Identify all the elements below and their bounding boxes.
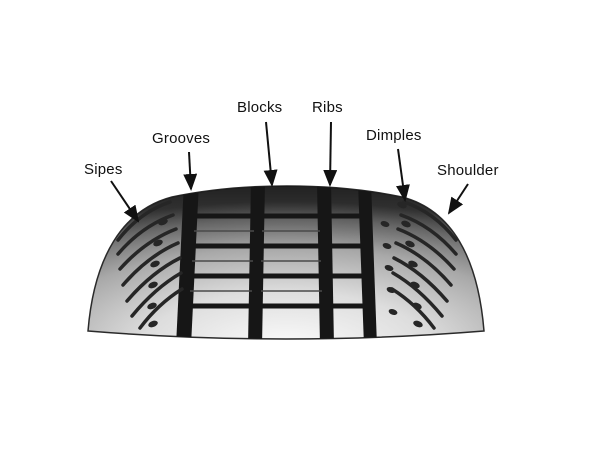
left-shoulder-sipes: [116, 200, 184, 330]
arrow-ribs: [323, 121, 338, 187]
label-dimples: Dimples: [366, 127, 422, 144]
arrow-sipes: [110, 180, 140, 223]
label-ribs: Ribs: [312, 99, 343, 116]
label-shoulder: Shoulder: [437, 162, 499, 179]
block-sipes-left-column: [190, 230, 254, 292]
label-blocks: Blocks: [237, 99, 283, 116]
block-sipes-center-column: [261, 230, 322, 292]
arrow-dimples: [396, 148, 410, 202]
label-grooves: Grooves: [152, 130, 211, 147]
rib-lines-column: [328, 213, 370, 309]
groove-1: [176, 186, 199, 339]
arrow-shoulder: [447, 183, 469, 215]
block-lines-center-column: [260, 213, 323, 309]
right-shoulder-sipes: [390, 200, 458, 330]
dimples-dots: [380, 201, 423, 328]
arrow-blocks: [263, 121, 278, 187]
callout-arrows: [110, 121, 469, 223]
left-shoulder-dots: [147, 218, 168, 328]
label-sipes: Sipes: [84, 161, 123, 178]
arrow-grooves: [183, 151, 198, 191]
block-lines-left-column: [187, 213, 254, 309]
